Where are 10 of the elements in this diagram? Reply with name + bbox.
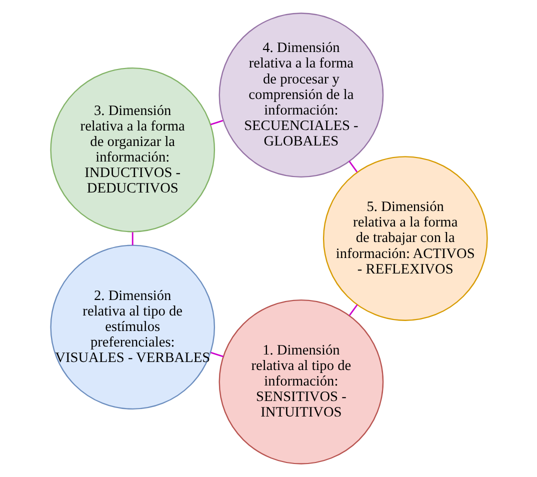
connector [131, 232, 133, 246]
node-circle: 4. Dimensión relativa a la forma de procesar y comprensión de la información: SECUENCIALES - GLOBALES [218, 12, 384, 178]
connector [348, 160, 358, 172]
connector [210, 352, 224, 358]
connector [210, 120, 223, 126]
connector [348, 304, 358, 316]
node-circle: 2. Dimensión relativa al tipo de estímulos preferenciales: VISUALES - VERBALES [50, 244, 215, 410]
node-circle: 1. Dimensión relativa al tipo de información: SENSITIVOS - INTUITIVOS [218, 299, 384, 464]
node-circle: 3. Dimensión relativa a la forma de organizar la información: INDUCTIVOS - DEDUCTIVOS [50, 67, 215, 232]
node-circle: 5. Dimensión relativa a la forma de trabajar con la información: ACTIVOS - REFLEXIVOS [322, 156, 488, 321]
